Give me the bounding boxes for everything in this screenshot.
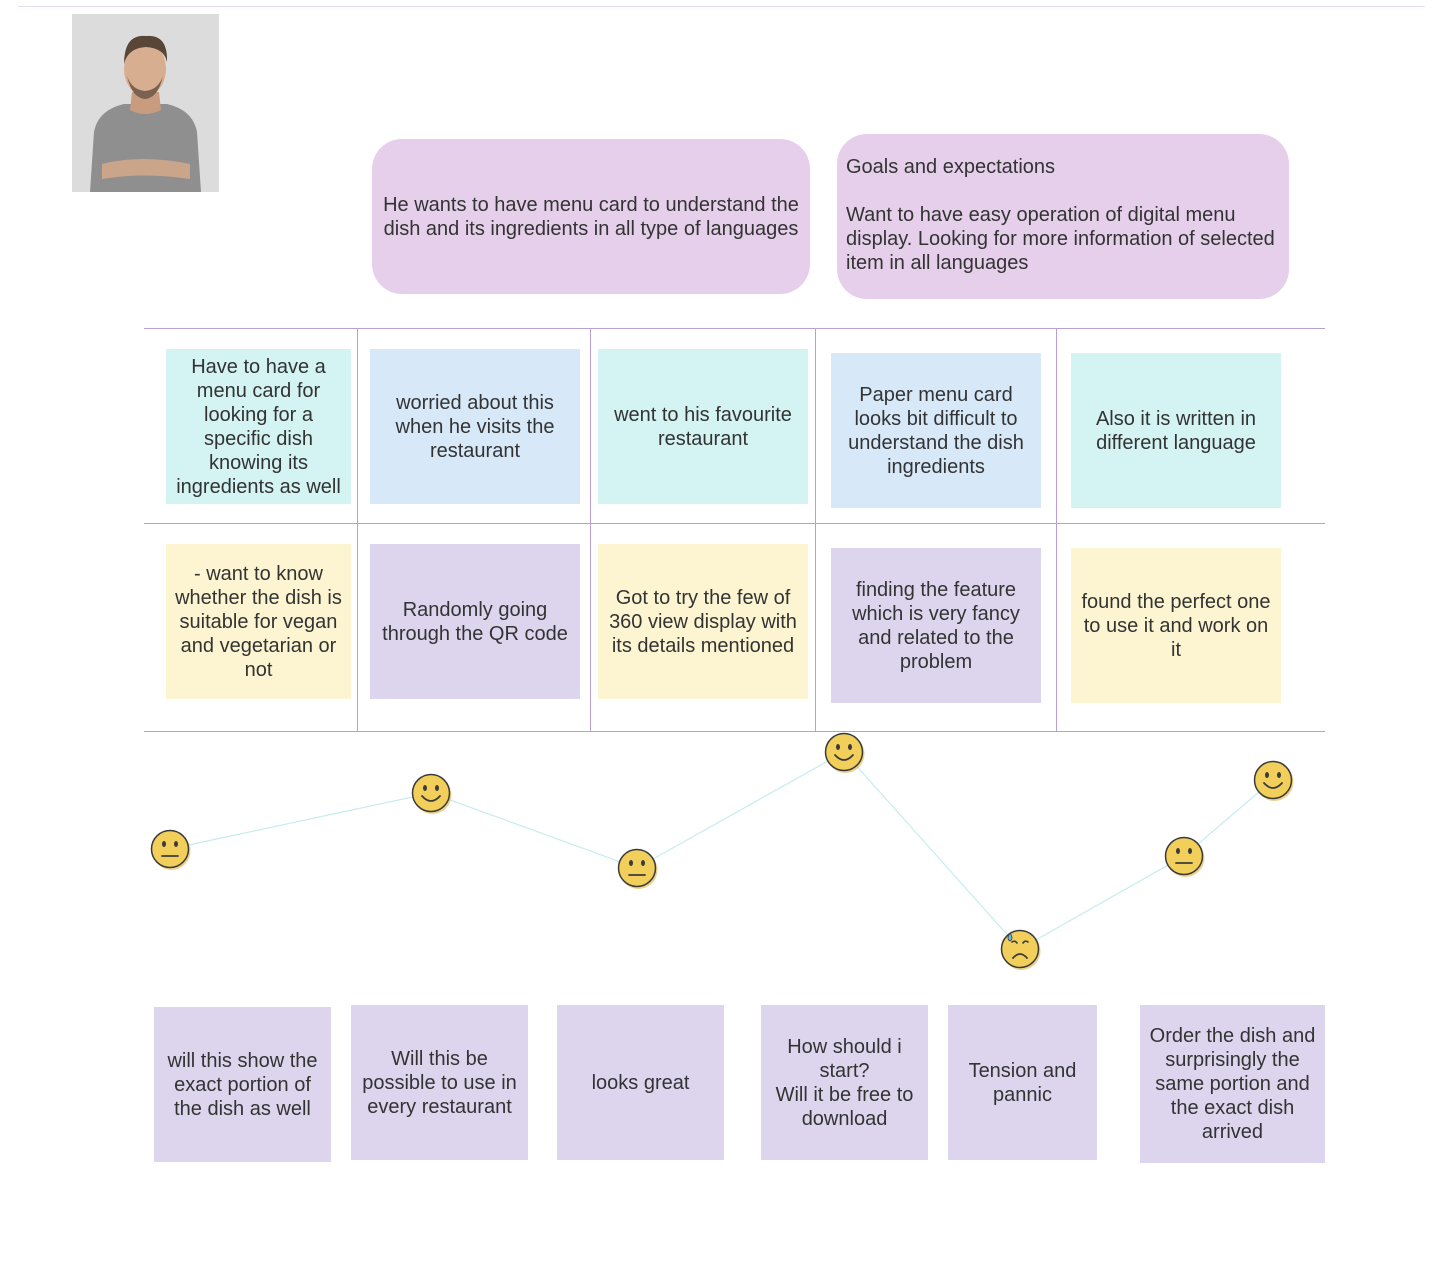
thought-note-text: found the perfect one to use it and work… [1081, 590, 1271, 661]
feeling-note-text: Will this be possible to use in every re… [362, 1047, 517, 1118]
happy-face-icon [824, 732, 865, 773]
emotion-line [169, 751, 1274, 950]
feeling-note: Tension and pannic [948, 1005, 1097, 1160]
thought-note: Got to try the few of 360 view display w… [598, 544, 808, 699]
feeling-note: Will this be possible to use in every re… [351, 1005, 528, 1160]
feeling-note-text: will this show the exact portion of the … [167, 1049, 318, 1120]
action-note-text: Have to have a menu card for looking for… [176, 355, 341, 498]
action-note: went to his favourite restaurant [598, 349, 808, 504]
thought-note: - want to know whether the dish is suita… [166, 544, 351, 699]
happy-face-icon [411, 773, 452, 814]
feeling-note-text: How should i start? Will it be free to d… [775, 1035, 914, 1130]
grid-column-divider [815, 328, 816, 732]
feeling-note-text: Order the dish and surprisingly the same… [1149, 1025, 1316, 1143]
grid-line-bottom [144, 731, 1325, 732]
action-note-text: Paper menu card looks bit difficult to u… [848, 383, 1024, 478]
feeling-note: How should i start? Will it be free to d… [761, 1005, 928, 1160]
action-note: Also it is written in different language [1071, 353, 1281, 508]
feeling-note: Order the dish and surprisingly the same… [1140, 1005, 1325, 1163]
goals-title: Goals and expectations [846, 156, 1056, 178]
action-note: worried about this when he visits the re… [370, 349, 580, 504]
grid-column-divider [590, 328, 591, 732]
feeling-note-text: Tension and pannic [968, 1059, 1077, 1106]
feeling-note: looks great [557, 1005, 724, 1160]
top-divider [18, 6, 1425, 7]
thought-note-text: finding the feature which is very fancy … [852, 578, 1020, 673]
problem-statement-text: He wants to have menu card to understand… [383, 193, 799, 240]
grid-column-divider [1056, 328, 1057, 732]
grid-column-divider [357, 328, 358, 732]
thought-note: found the perfect one to use it and work… [1071, 548, 1281, 703]
goals-body: Want to have easy operation of digital m… [846, 204, 1275, 274]
neutral-face-icon [617, 848, 658, 889]
man-portrait-icon [72, 14, 219, 192]
happy-face-icon [1253, 760, 1294, 801]
action-note-text: went to his favourite restaurant [614, 403, 792, 450]
action-note: Paper menu card looks bit difficult to u… [831, 353, 1041, 508]
feeling-note: will this show the exact portion of the … [154, 1007, 331, 1162]
action-note-text: Also it is written in different language [1095, 407, 1257, 454]
persona-photo [72, 14, 219, 192]
feeling-note-text: looks great [591, 1071, 690, 1094]
thought-note-text: Got to try the few of 360 view display w… [609, 586, 797, 657]
action-note: Have to have a menu card for looking for… [166, 349, 351, 504]
thought-note: finding the feature which is very fancy … [831, 548, 1041, 703]
action-note-text: worried about this when he visits the re… [395, 391, 555, 462]
neutral-face-icon [1164, 836, 1205, 877]
goals-bubble: Goals and expectations Want to have easy… [837, 134, 1289, 299]
neutral-face-icon [150, 829, 191, 870]
thought-note-text: Randomly going through the QR code [382, 598, 568, 645]
sad-face-icon [1000, 929, 1041, 970]
thought-note-text: - want to know whether the dish is suita… [175, 562, 342, 681]
grid-line-top [144, 328, 1325, 329]
problem-statement-bubble: He wants to have menu card to understand… [372, 139, 810, 294]
grid-line-middle [144, 523, 1325, 524]
thought-note: Randomly going through the QR code [370, 544, 580, 699]
